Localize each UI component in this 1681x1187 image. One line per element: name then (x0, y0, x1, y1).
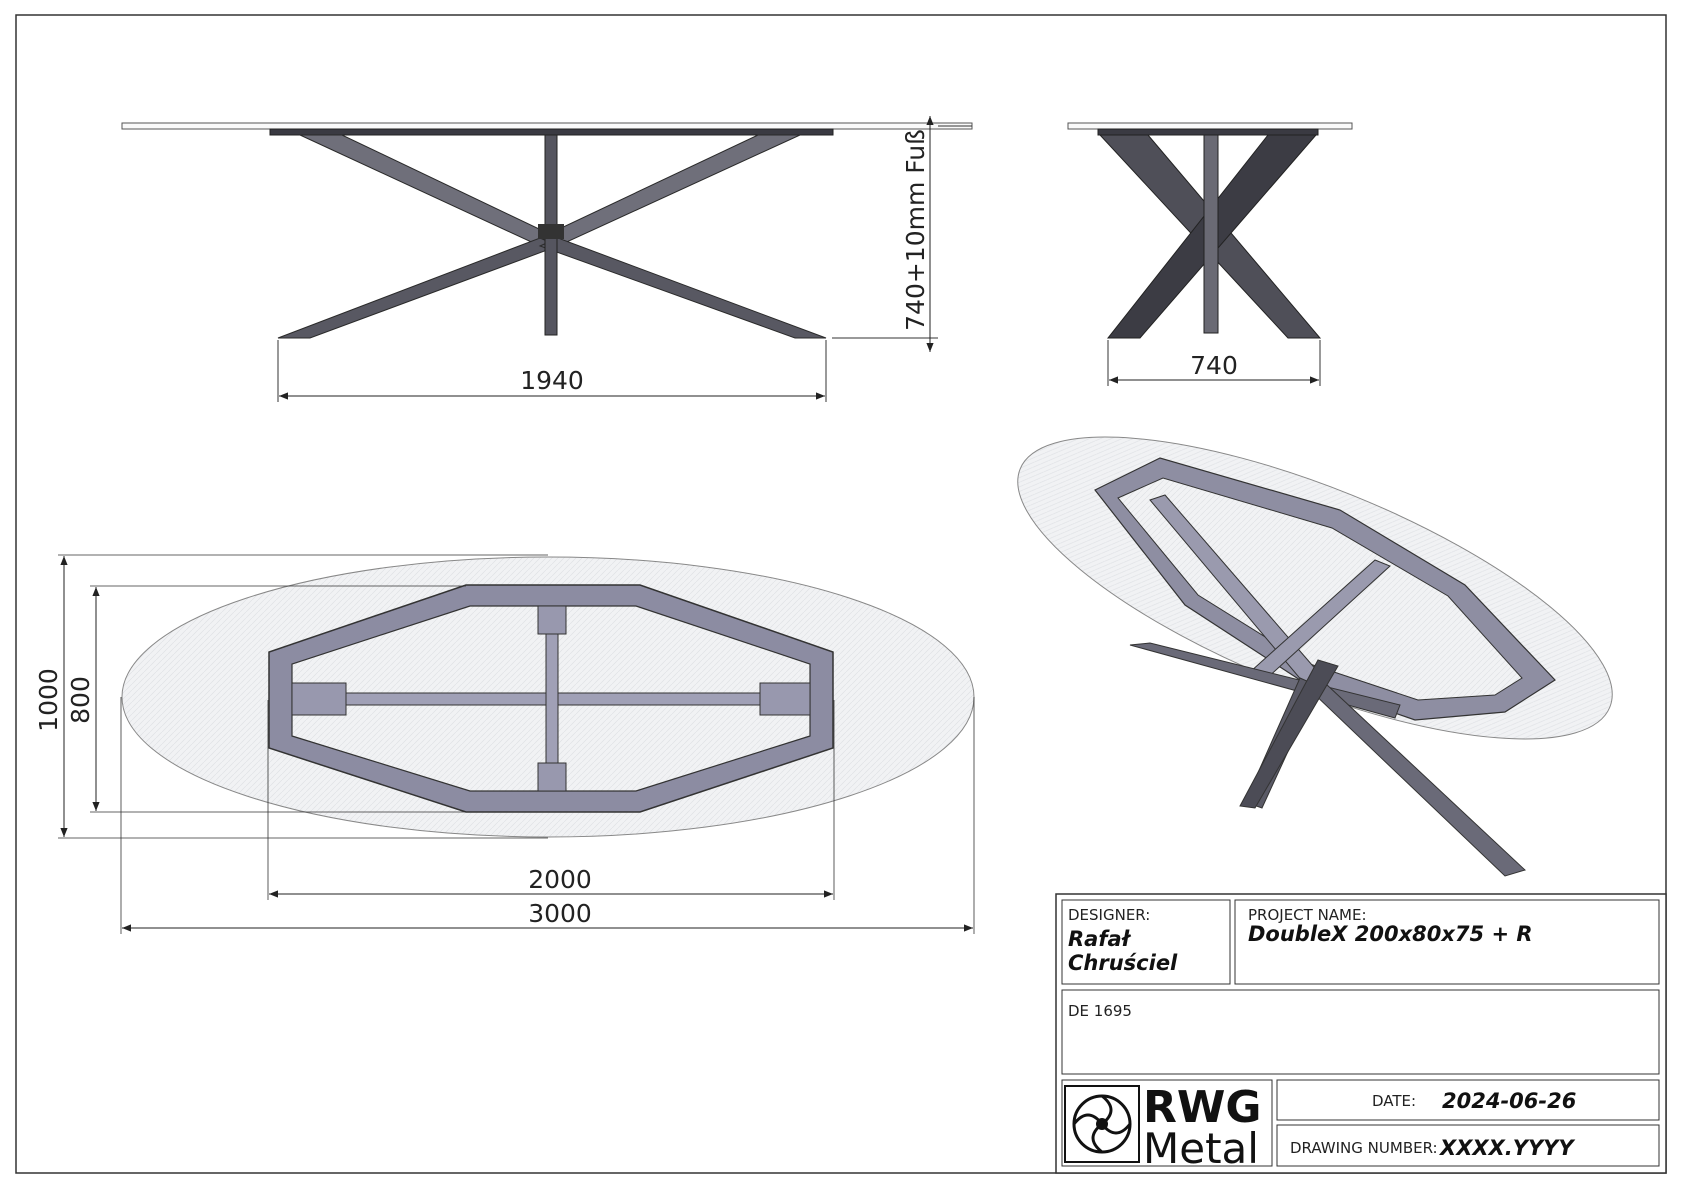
side-view-top-rail (1097, 128, 1319, 136)
reference-text: DE 1695 (1068, 1002, 1132, 1020)
side-width-label: 740 (1190, 351, 1238, 380)
top-view-plate-left (291, 682, 347, 716)
front-view: 1940 740+10mm Fuß (121, 116, 973, 402)
top-outer-depth-label: 1000 (34, 668, 63, 732)
front-view-leg-left-up (277, 237, 560, 339)
project-label: PROJECT NAME: (1248, 906, 1367, 924)
side-view-tabletop (1067, 122, 1353, 130)
isometric-view (1017, 436, 1613, 877)
drawing-number-cell (1276, 1124, 1660, 1167)
drawing-number-value: XXXX.YYYY (1438, 1136, 1575, 1160)
drawing-number-label: DRAWING NUMBER: (1290, 1139, 1438, 1157)
front-view-leg-right-up (538, 237, 827, 339)
title-block: DESIGNER: Rafał Chruściel PROJECT NAME: … (1055, 893, 1667, 1174)
sheet-border (15, 14, 1667, 1174)
front-height-label: 740+10mm Fuß (901, 129, 930, 331)
top-view-plate-top (537, 605, 567, 635)
date-label: DATE: (1372, 1092, 1416, 1110)
designer-label: DESIGNER: (1068, 906, 1150, 924)
front-width-label: 1940 (520, 366, 584, 395)
designer-name-line2: Chruściel (1068, 951, 1178, 975)
top-view-plate-right (759, 682, 811, 716)
side-view: 740 (1067, 122, 1353, 386)
top-view-plate-bottom (537, 762, 567, 792)
logo-text-metal: Metal (1143, 1124, 1259, 1173)
rwg-logo-mark (1064, 1085, 1140, 1163)
project-name: DoubleX 200x80x75 + R (1248, 922, 1533, 946)
top-frame-length-label: 2000 (528, 865, 592, 894)
top-inner-depth-label: 800 (66, 676, 95, 724)
designer-name-line1: Rafał (1068, 927, 1132, 951)
logo-text-rwg: RWG (1143, 1082, 1262, 1133)
title-block-frame (1055, 893, 1667, 1174)
designer-cell (1061, 899, 1231, 985)
isometric-leg-d (1239, 659, 1339, 809)
date-cell (1276, 1079, 1660, 1121)
date-value: 2024-06-26 (1442, 1089, 1576, 1113)
front-view-leg-left-down (299, 134, 560, 247)
project-cell (1234, 899, 1660, 985)
front-view-center-node (538, 224, 564, 239)
reference-cell (1061, 989, 1660, 1075)
front-view-leg-right-down (538, 134, 801, 247)
isometric-frame-opening (1117, 477, 1523, 701)
front-view-tabletop (121, 122, 973, 130)
top-total-length-label: 3000 (528, 899, 592, 928)
side-view-center-post (1203, 134, 1219, 334)
top-view: 1000 800 2000 3000 (34, 554, 975, 934)
logo-cell (1061, 1079, 1273, 1167)
front-view-top-rail (269, 128, 834, 136)
